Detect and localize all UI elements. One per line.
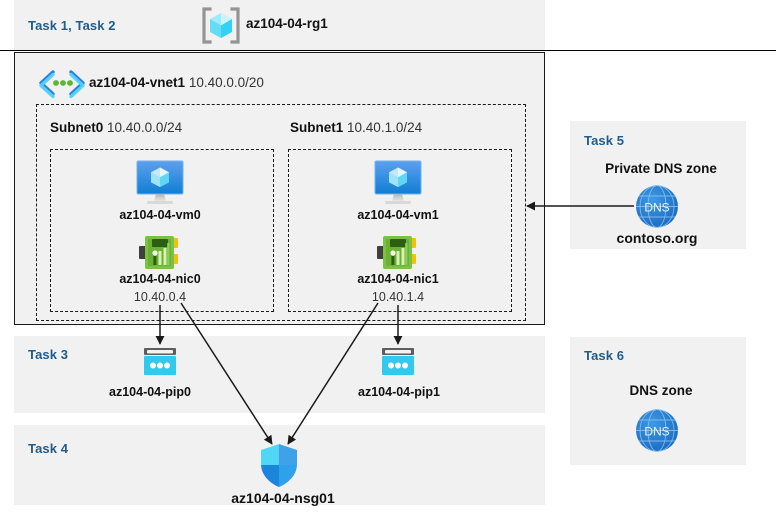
private-dns-title: Private DNS zone <box>605 161 717 176</box>
nic1-ip: 10.40.1.4 <box>371 290 425 304</box>
virtual-machine-icon <box>372 158 424 206</box>
network-interface-icon <box>139 234 181 272</box>
subnet1-name: Subnet1 <box>290 120 344 135</box>
nsg-label: az104-04-nsg01 <box>231 490 335 506</box>
private-dns-name: contoso.org <box>616 230 698 246</box>
task-label-5: Task 5 <box>584 133 625 148</box>
public-dns-title: DNS zone <box>629 383 693 398</box>
virtual-network-cidr: 10.40.0.0/20 <box>188 75 264 90</box>
svg-text:DNS: DNS <box>644 425 669 439</box>
resource-group-name: az104-04-rg1 <box>246 16 328 31</box>
svg-text:DNS: DNS <box>644 201 669 215</box>
virtual-network-name: az104-04-vnet1 <box>89 75 186 90</box>
network-interface-icon <box>377 234 419 272</box>
subnets-region <box>36 104 526 321</box>
nic1-label: az104-04-nic1 <box>357 272 439 286</box>
task-label-3: Task 3 <box>28 347 69 362</box>
subnet1-cidr: 10.40.1.0/24 <box>347 120 423 135</box>
task-label-1-2: Task 1, Task 2 <box>28 18 116 33</box>
subnet1-title: Subnet1 10.40.1.0/24 <box>290 120 422 135</box>
subnet1-box <box>288 149 512 312</box>
public-ip-address-icon <box>379 347 417 379</box>
subnet0-box <box>50 149 274 312</box>
subnet0-cidr: 10.40.0.0/24 <box>107 120 183 135</box>
dns-icon: DNS <box>635 408 680 453</box>
subnet0-title: Subnet0 10.40.0.0/24 <box>50 120 182 135</box>
virtual-network-container <box>14 52 545 325</box>
resource-group-icon <box>201 7 241 44</box>
vm1-label: az104-04-vm1 <box>357 208 439 222</box>
pip0-label: az104-04-pip0 <box>109 385 191 399</box>
resource-group-name-text: az104-04-rg1 <box>246 16 328 31</box>
virtual-network-icon <box>37 70 87 99</box>
dns-icon: DNS <box>635 184 680 229</box>
virtual-network-title: az104-04-vnet1 10.40.0.0/20 <box>89 75 264 90</box>
nic0-label: az104-04-nic0 <box>119 272 201 286</box>
rg-divider <box>0 50 776 51</box>
task-label-4: Task 4 <box>28 441 69 456</box>
public-ip-panel <box>14 336 545 413</box>
virtual-machine-icon <box>134 158 186 206</box>
resource-group-panel <box>14 0 545 50</box>
nic0-ip: 10.40.0.4 <box>133 290 187 304</box>
public-ip-address-icon <box>141 347 179 379</box>
vm0-label: az104-04-vm0 <box>119 208 201 222</box>
subnet0-name: Subnet0 <box>50 120 104 135</box>
task-label-6: Task 6 <box>584 348 625 363</box>
network-security-group-icon <box>259 443 299 488</box>
pip1-label: az104-04-pip1 <box>358 385 440 399</box>
